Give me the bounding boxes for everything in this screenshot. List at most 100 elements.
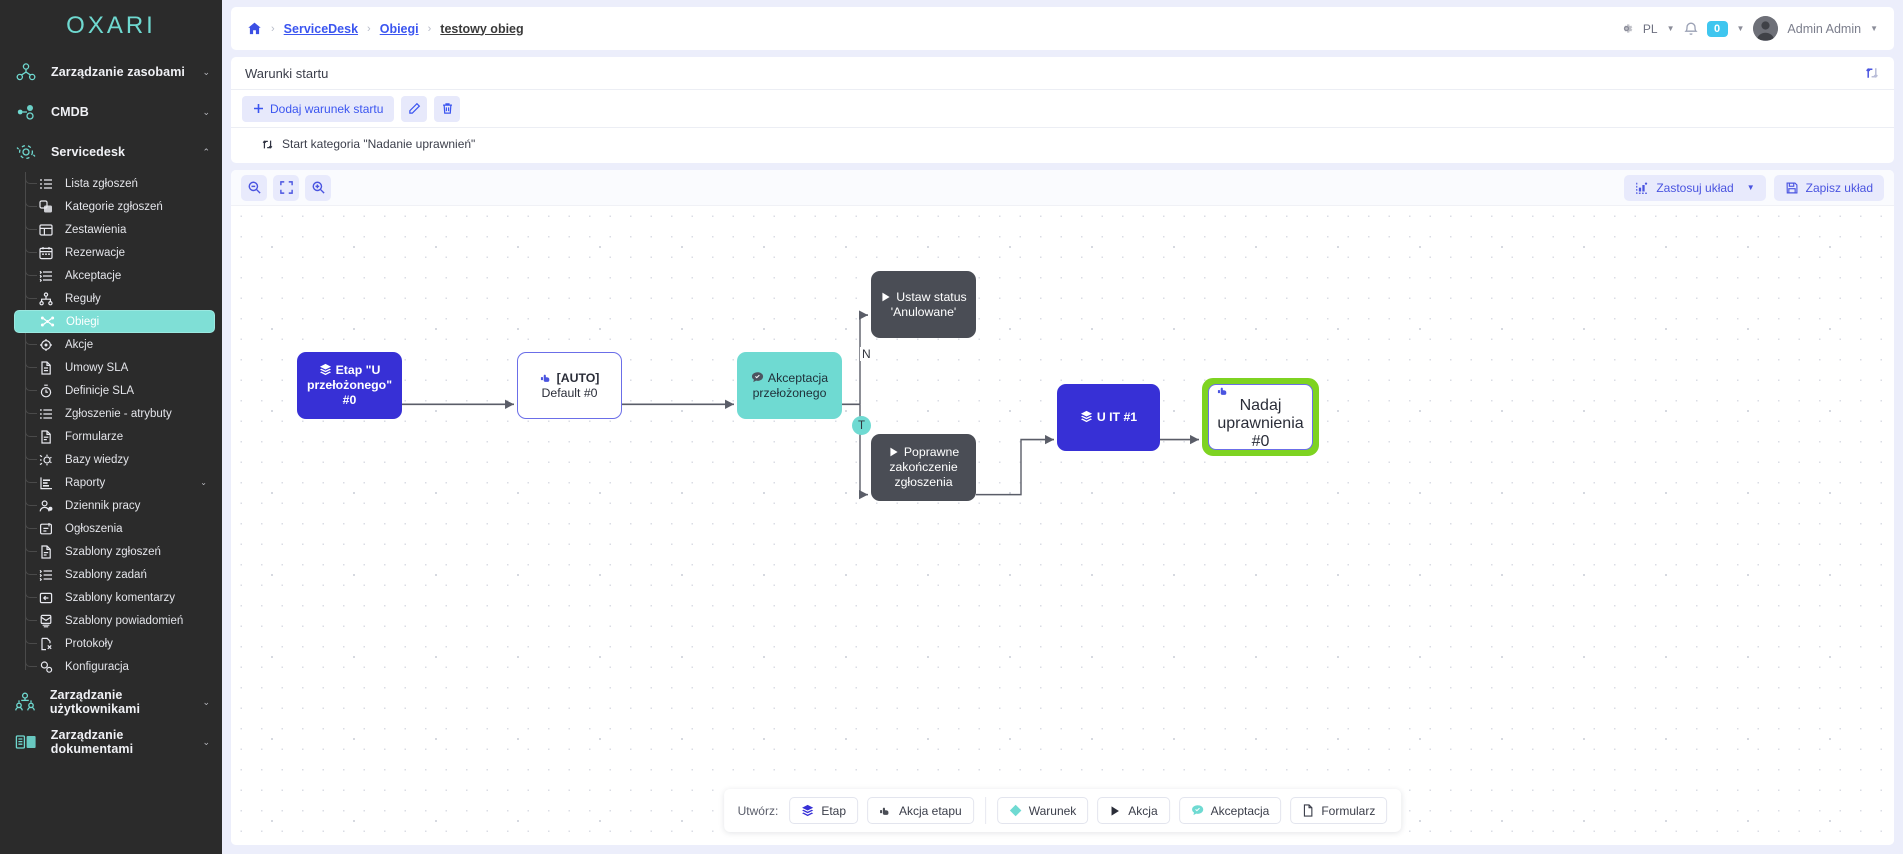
play-icon [1109, 805, 1121, 817]
flow-diagram: Etap "U przełożonego" #0 [AUTO] Default … [231, 206, 1894, 845]
start-condition-row[interactable]: Start kategoria "Nadanie uprawnień" [261, 137, 1880, 151]
sidebar-item-protokoly[interactable]: Protokoły [0, 632, 215, 655]
breadcrumb-current[interactable]: testowy obieg [440, 21, 524, 36]
chat-check-icon [751, 371, 764, 384]
sync-icon[interactable] [1864, 65, 1880, 81]
logo[interactable]: OXARI [0, 0, 222, 52]
sidebar-group-servicedesk[interactable]: Servicedesk ⌃ [0, 132, 222, 172]
create-akcja-button[interactable]: Akcja [1097, 797, 1170, 824]
sidebar-group-cmdb[interactable]: CMDB ⌄ [0, 92, 222, 132]
node-ustaw-status-anulowane[interactable]: Ustaw status 'Anulowane' [871, 271, 976, 338]
create-akceptacja-button[interactable]: Akceptacja [1178, 797, 1282, 824]
fit-screen-icon[interactable] [273, 174, 299, 201]
node-line-1: Nadaj [1239, 396, 1282, 414]
sidebar-item-reguly[interactable]: Reguły [0, 287, 215, 310]
node-line-2: Default #0 [541, 385, 598, 400]
home-icon[interactable] [247, 21, 262, 36]
sidebar-item-lista-zgloszen[interactable]: Lista zgłoszeń [0, 172, 215, 195]
save-layout-button[interactable]: Zapisz układ [1773, 174, 1884, 201]
create-akcja-etapu-button[interactable]: Akcja etapu [867, 797, 974, 824]
gear-icon[interactable] [1619, 21, 1634, 36]
sidebar-item-bazy-wiedzy[interactable]: Bazy wiedzy [0, 448, 215, 471]
save-layout-label: Zapisz układ [1805, 180, 1873, 195]
node-line-2: uprawnienia [1217, 414, 1304, 432]
zoom-out-icon[interactable] [241, 174, 267, 201]
config-icon [38, 659, 54, 675]
avatar[interactable] [1753, 16, 1779, 41]
chevron-down-icon[interactable]: ▼ [1666, 24, 1675, 33]
node-poprawne-zakonczenie-zgloszenia[interactable]: Poprawne zakończenie zgłoszenia [871, 434, 976, 501]
chevron-down-icon: ⌄ [202, 106, 210, 117]
sidebar-group-zarzadzanie-zasobami[interactable]: Zarządzanie zasobami ⌄ [0, 52, 222, 92]
sidebar-item-szablony-zadan[interactable]: Szablony zadań [0, 563, 215, 586]
sidebar-item-label: Akcje [65, 338, 94, 351]
sidebar-item-szablony-powiadomien[interactable]: Szablony powiadomień [0, 609, 215, 632]
create-formularz-button[interactable]: Formularz [1290, 797, 1388, 824]
edge-label-n: N [860, 347, 873, 361]
create-etap-button[interactable]: Etap [789, 797, 858, 824]
workflow-icon [39, 314, 55, 330]
layout-icon [1635, 181, 1649, 195]
approvals-icon [38, 268, 54, 284]
bell-icon[interactable] [1683, 21, 1698, 36]
node-label: Ustaw status 'Anulowane' [880, 290, 967, 320]
node-nadaj-uprawnienia-selection[interactable]: Nadaj uprawnienia #0 [1202, 378, 1319, 456]
ticket-template-icon [38, 544, 54, 560]
breadcrumb-servicedesk[interactable]: ServiceDesk [283, 21, 359, 36]
sidebar-group-zarzadzanie-dokumentami[interactable]: Zarządzanie dokumentami ⌄ [0, 722, 222, 762]
sidebar-item-konfiguracja[interactable]: Konfiguracja [0, 655, 215, 678]
chevron-down-icon: ▼ [1746, 183, 1755, 192]
cmdb-nodes-icon [14, 101, 38, 123]
chevron-down-icon[interactable]: ▼ [1870, 24, 1878, 33]
sidebar-item-obiegi[interactable]: Obiegi [14, 310, 215, 333]
node-line-2: przełożonego" [306, 378, 393, 392]
logo-text: OXARI [66, 12, 156, 39]
breadcrumb-obiegi[interactable]: Obiegi [379, 21, 419, 36]
sidebar-item-zgloszenie-atrybuty[interactable]: Zgłoszenie - atrybuty [0, 402, 215, 425]
node-uit-1[interactable]: U IT #1 [1057, 384, 1160, 451]
create-toolbar: Utwórz: Etap [723, 789, 1402, 832]
apply-layout-button[interactable]: Zastosuj układ ▼ [1624, 174, 1766, 201]
node-auto-default[interactable]: [AUTO] Default #0 [517, 352, 622, 419]
chevron-down-icon: ⌄ [202, 696, 210, 707]
sidebar-item-raporty[interactable]: Raporty ⌄ [0, 471, 215, 494]
sidebar-item-rezerwacje[interactable]: Rezerwacje [0, 241, 215, 264]
sidebar-item-formularze[interactable]: Formularze [0, 425, 215, 448]
add-start-condition-button[interactable]: Dodaj warunek startu [242, 95, 395, 122]
node-akceptacja-przelozonego[interactable]: Akceptacja przełożonego [737, 352, 842, 419]
sidebar-item-ogloszenia[interactable]: Ogłoszenia [0, 517, 215, 540]
users-icon [14, 691, 37, 713]
notification-badge[interactable]: 0 [1706, 20, 1728, 37]
node-nadaj-uprawnienia[interactable]: Nadaj uprawnienia #0 [1208, 384, 1313, 450]
sidebar-item-dziennik-pracy[interactable]: Dziennik pracy [0, 494, 215, 517]
delete-button[interactable] [434, 95, 461, 122]
sidebar-group-zarzadzanie-uzytkownikami[interactable]: Zarządzanie użytkownikami ⌄ [0, 682, 222, 722]
sidebar-item-kategorie-zgloszen[interactable]: Kategorie zgłoszeń [0, 195, 215, 218]
task-template-icon [38, 567, 54, 583]
sidebar-item-szablony-komentarzy[interactable]: Szablony komentarzy [0, 586, 215, 609]
user-name: Admin Admin [1787, 21, 1862, 36]
create-warunek-button[interactable]: Warunek [996, 797, 1089, 824]
breadcrumb-separator: › [367, 22, 371, 35]
sidebar-item-definicje-sla[interactable]: Definicje SLA [0, 379, 215, 402]
sidebar-group-label: Zarządzanie użytkownikami [49, 688, 141, 716]
sidebar-item-akcje[interactable]: Akcje [0, 333, 215, 356]
sidebar-item-label: Rezerwacje [65, 246, 126, 259]
edit-button[interactable] [401, 95, 428, 122]
workflow-canvas[interactable]: Etap "U przełożonego" #0 [AUTO] Default … [231, 206, 1894, 845]
sidebar-item-zestawienia[interactable]: Zestawienia [0, 218, 215, 241]
chat-check-icon [1191, 804, 1204, 817]
sidebar-item-umowy-sla[interactable]: Umowy SLA [0, 356, 215, 379]
sidebar-item-label: Definicje SLA [65, 384, 135, 397]
sidebar-item-akceptacje[interactable]: Akceptacje [0, 264, 215, 287]
comment-template-icon [38, 590, 54, 606]
sidebar-item-szablony-zgloszen[interactable]: Szablony zgłoszeń [0, 540, 215, 563]
node-label: Akceptacja przełożonego [751, 371, 828, 401]
zoom-in-icon[interactable] [305, 174, 331, 201]
node-line-1: [AUTO] [556, 370, 600, 385]
node-stage-u-przelozonego[interactable]: Etap "U przełożonego" #0 [297, 352, 402, 419]
chevron-down-icon[interactable]: ▼ [1736, 24, 1745, 33]
play-icon [888, 446, 900, 458]
language-selector[interactable]: PL [1642, 21, 1658, 36]
